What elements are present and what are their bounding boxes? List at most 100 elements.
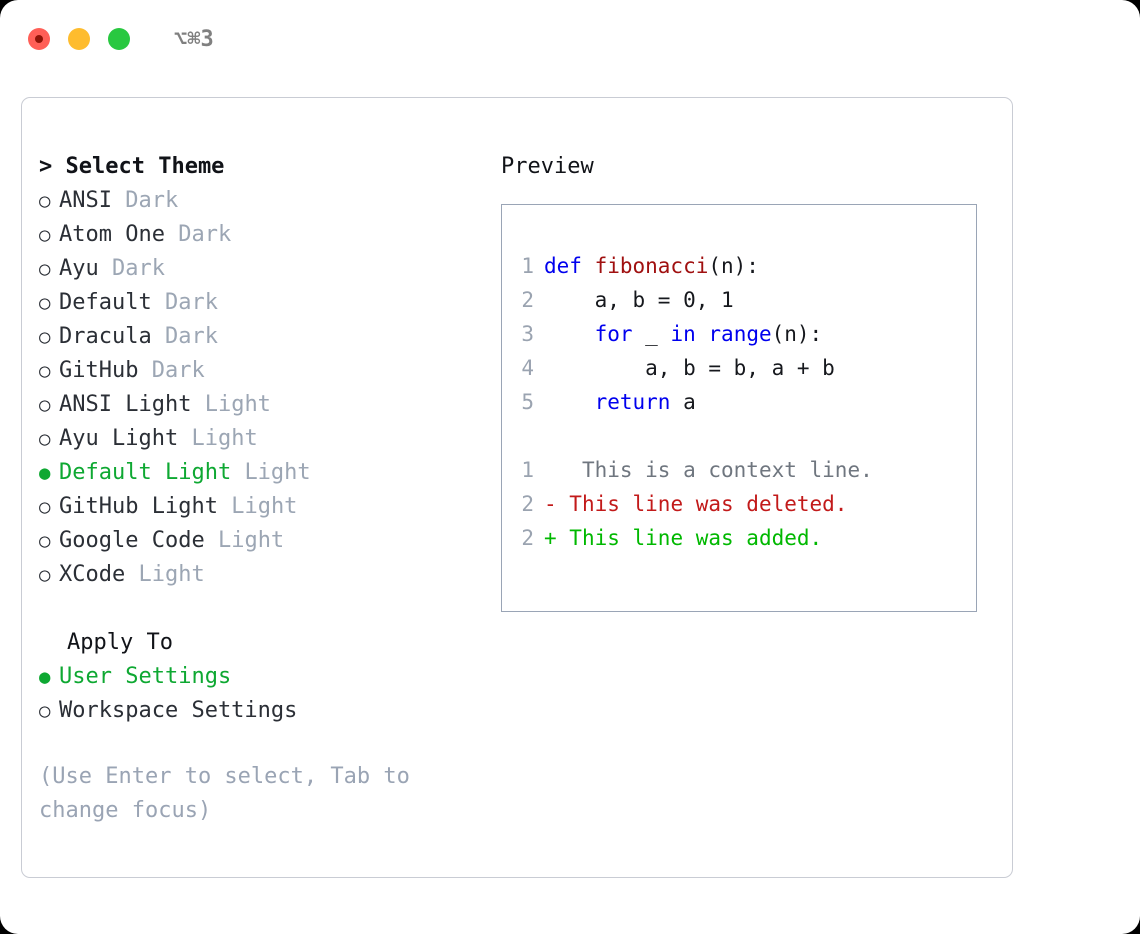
theme-option-label: GitHub [59,358,139,383]
code-line: 2 a, b = 0, 1 [502,283,976,317]
diff-line: 2- This line was deleted. [502,487,976,521]
theme-option-atom-one[interactable]: ○Atom One Dark [39,218,489,252]
theme-picker-dialog: > Select Theme ○ANSI Dark○Atom One Dark○… [21,97,1013,878]
theme-variant-tag: Light [217,528,285,553]
code-line-text: for _ in range(n): [544,317,823,351]
theme-option-default-light[interactable]: ● Default Light Light [39,456,489,490]
window-controls [28,28,130,50]
diff-line-number: 2 [521,526,534,550]
theme-variant-tag: Light [231,494,298,519]
code-token-plain: (n): [771,322,823,346]
theme-option-label: Default Light [59,460,232,485]
theme-option-label: Ayu Light [59,426,179,451]
code-line-text: a, b = 0, 1 [544,283,734,317]
apply-to-option-user-settings[interactable]: ●User Settings [39,660,489,694]
diff-marker [544,453,557,487]
code-line-number: 3 [521,322,534,346]
radio-unselected-icon: ○ [39,190,51,212]
code-token-plain [696,322,709,346]
theme-variant-tag: Dark [151,358,205,383]
apply-to-list: ●User Settings ○ Workspace Settings [39,660,489,728]
code-token-kw: return [594,390,671,414]
theme-option-label: Atom One [59,222,165,247]
theme-variant-tag: Light [138,562,205,587]
code-token-plain: a, b = b, a + b [544,356,835,380]
diff-marker: - [544,492,557,516]
apply-to-option-label: Workspace Settings [59,698,298,723]
window-titlebar: ⌥⌘3 [0,0,1140,78]
diff-line-text: This is a context line. [556,458,873,482]
apply-to-heading: Apply To [67,630,173,655]
diff-line: 1 This is a context line. [502,453,976,487]
label-gap [178,422,191,456]
theme-variant-tag: Light [244,460,311,485]
code-line: 5 return a [502,385,976,419]
theme-selection-column: > Select Theme ○ANSI Dark○Atom One Dark○… [39,150,489,828]
theme-option-ayu[interactable]: ○Ayu Dark [39,252,489,286]
label-gap [191,388,204,422]
diff-line-text: This line was added. [556,526,823,550]
label-gap [152,286,165,320]
radio-unselected-icon: ○ [39,224,51,246]
code-token-kw: range [708,322,772,346]
theme-variant-tag: Light [191,426,258,451]
diff-marker: + [544,526,557,550]
code-token-plain [544,390,595,414]
code-line-number: 4 [521,356,534,380]
label-gap [125,558,138,592]
radio-unselected-icon: ○ [39,258,51,280]
theme-option-default[interactable]: ○ Default Dark [39,286,489,320]
theme-option-label: Default [59,290,152,315]
radio-unselected-icon: ○ [39,360,51,382]
radio-unselected-icon: ○ [39,564,51,586]
radio-selected-icon: ● [39,462,51,484]
label-gap [165,218,178,252]
code-line: 4 a, b = b, a + b [502,351,976,385]
theme-option-ansi-light[interactable]: ○ ANSI Light Light [39,388,489,422]
theme-option-label: GitHub Light [59,494,218,519]
code-line-number: 1 [521,254,534,278]
close-window-button[interactable] [28,28,50,50]
code-line: 3 for _ in range(n): [502,317,976,351]
theme-option-xcode[interactable]: ○XCode Light [39,558,489,592]
radio-unselected-icon: ○ [39,700,51,722]
code-token-plain: (n): [708,254,759,278]
apply-to-option-label: User Settings [59,664,232,689]
label-gap [231,456,244,490]
theme-variant-tag: Light [204,392,271,417]
theme-variant-tag: Dark [164,290,218,315]
code-token-kw: def [544,254,595,278]
radio-unselected-icon: ○ [39,326,51,348]
theme-option-github[interactable]: ○ GitHub Dark [39,354,489,388]
keyboard-shortcut-label: ⌥⌘3 [174,26,214,52]
code-token-kw: for [594,322,633,346]
radio-unselected-icon: ○ [39,292,51,314]
label-gap [218,490,231,524]
minimize-window-button[interactable] [68,28,90,50]
theme-option-ansi[interactable]: ○ANSI Dark [39,184,489,218]
maximize-window-button[interactable] [108,28,130,50]
theme-option-label: ANSI Light [59,392,192,417]
theme-option-dracula[interactable]: ○Dracula Dark [39,320,489,354]
code-token-plain: a, b = 0, 1 [544,288,734,312]
theme-option-google-code[interactable]: ○Google Code Light [39,524,489,558]
diff-line-number: 1 [521,458,534,482]
diff-line-text: This line was deleted. [556,492,848,516]
theme-option-ayu-light[interactable]: ○ Ayu Light Light [39,422,489,456]
code-token-plain: a [670,390,696,414]
radio-unselected-icon: ○ [39,394,51,416]
theme-option-label: Google Code [59,528,205,553]
theme-option-label: Dracula [59,324,152,349]
label-gap [152,320,165,354]
code-line-text: def fibonacci(n): [544,249,759,283]
theme-option-github-light[interactable]: ○GitHub Light Light [39,490,489,524]
preview-heading: Preview [501,154,594,179]
radio-unselected-icon: ○ [39,428,51,450]
code-line: 1 def fibonacci(n): [502,249,976,283]
apply-to-option-workspace-settings[interactable]: ○ Workspace Settings [39,694,489,728]
code-token-plain: _ [632,322,671,346]
code-line-number: 5 [521,390,534,414]
